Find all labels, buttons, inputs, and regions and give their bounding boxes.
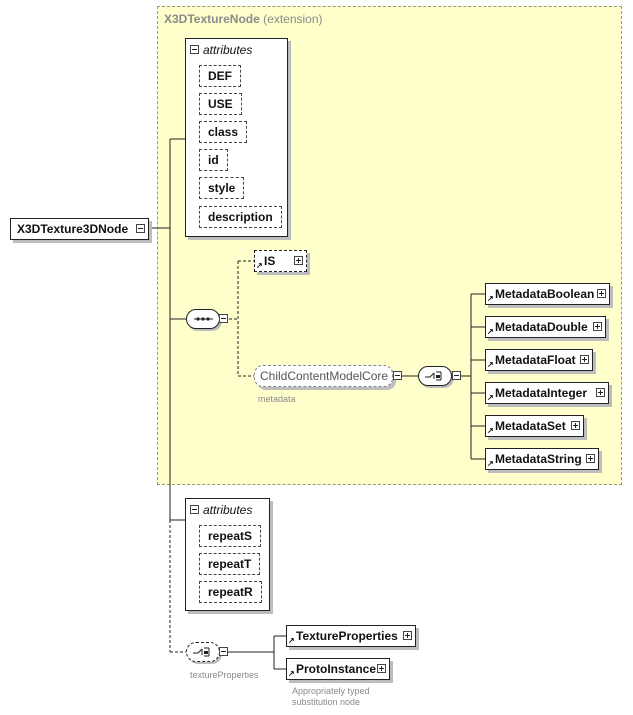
child-content-model-core[interactable]: ChildContentModelCore (254, 365, 393, 387)
metadata-double-element[interactable]: ↗ MetadataDouble (485, 316, 606, 338)
expand-icon[interactable] (403, 631, 412, 640)
proto-instance-note-line-2: substitution node (292, 697, 361, 707)
extension-suffix: (extension) (263, 12, 323, 26)
metadata-boolean-element[interactable]: ↗ MetadataBoolean (485, 283, 610, 305)
is-label: IS (264, 254, 276, 268)
expand-icon[interactable] (593, 322, 602, 331)
attributes-group-2-header[interactable]: attributes (190, 503, 252, 517)
expand-icon[interactable] (571, 421, 580, 430)
reference-arrow-icon: ↗ (487, 327, 494, 336)
collapse-icon[interactable] (219, 314, 228, 323)
choice-compositor[interactable] (418, 366, 452, 386)
attributes-group-2-title: attributes (203, 503, 253, 517)
metadata-string-element[interactable]: ↗ MetadataString (485, 448, 599, 470)
texture-choice-compositor[interactable] (186, 642, 220, 662)
texture-choice-caption: textureProperties (190, 670, 259, 680)
attribute-class[interactable]: class (199, 121, 248, 143)
child-core-label: ChildContentModelCore (260, 369, 389, 383)
proto-instance-note-line-1: Appropriately typed (292, 686, 370, 696)
expand-icon[interactable] (377, 664, 386, 673)
reference-arrow-icon: ↗ (487, 459, 494, 468)
attribute-repeats[interactable]: repeatS (199, 525, 262, 547)
attribute-repeatr[interactable]: repeatR (199, 581, 262, 603)
texture-properties-element[interactable]: ↗ TextureProperties (286, 625, 416, 647)
reference-arrow-icon: ↗ (256, 261, 263, 270)
collapse-icon[interactable] (190, 505, 199, 515)
collapse-icon[interactable] (393, 371, 402, 380)
metadata-double-label: MetadataDouble (495, 320, 588, 334)
metadata-integer-element[interactable]: ↗ MetadataInteger (485, 382, 609, 404)
proto-instance-label: ProtoInstance (296, 662, 377, 676)
is-element[interactable]: ↗ IS (254, 250, 307, 272)
reference-arrow-icon: ↗ (288, 669, 295, 678)
root-element[interactable]: X3DTexture3DNode (10, 218, 150, 240)
collapse-icon[interactable] (219, 647, 228, 656)
proto-instance-element[interactable]: ↗ ProtoInstance (286, 658, 390, 680)
metadata-float-label: MetadataFloat (495, 353, 576, 367)
choice-icon (425, 371, 442, 381)
attribute-def[interactable]: DEF (199, 65, 241, 87)
attributes-group-1-header[interactable]: attributes (190, 43, 252, 57)
reference-arrow-icon: ↗ (288, 636, 295, 645)
reference-arrow-icon: ↗ (487, 360, 494, 369)
root-label: X3DTexture3DNode (17, 222, 129, 236)
collapse-icon[interactable] (452, 371, 461, 380)
attribute-use[interactable]: USE (199, 93, 242, 115)
attribute-description[interactable]: description (199, 206, 282, 228)
attribute-style[interactable]: style (199, 177, 245, 199)
expand-icon[interactable] (597, 289, 606, 298)
expand-icon[interactable] (586, 454, 595, 463)
expand-icon[interactable] (580, 355, 589, 364)
metadata-boolean-label: MetadataBoolean (495, 287, 595, 301)
attribute-id[interactable]: id (199, 149, 228, 171)
choice-icon (193, 647, 210, 657)
child-core-caption: metadata (258, 394, 296, 404)
expand-icon[interactable] (294, 256, 303, 265)
metadata-set-label: MetadataSet (495, 419, 566, 433)
attribute-repeatt[interactable]: repeatT (199, 553, 261, 575)
reference-arrow-icon: ↗ (487, 294, 494, 303)
sequence-icon (194, 317, 213, 321)
metadata-string-label: MetadataString (495, 452, 582, 466)
collapse-icon[interactable] (136, 224, 146, 233)
reference-arrow-icon: ↗ (487, 426, 494, 435)
metadata-set-element[interactable]: ↗ MetadataSet (485, 415, 584, 437)
texture-properties-label: TextureProperties (296, 629, 398, 643)
metadata-float-element[interactable]: ↗ MetadataFloat (485, 349, 593, 371)
proto-instance-note: Appropriately typed substitution node (292, 686, 370, 708)
attributes-group-1-title: attributes (203, 43, 253, 57)
collapse-icon[interactable] (190, 45, 199, 55)
sequence-compositor[interactable] (186, 309, 220, 329)
extension-title: X3DTextureNode (extension) (164, 12, 323, 26)
reference-arrow-icon: ↗ (487, 393, 494, 402)
expand-icon[interactable] (596, 388, 605, 397)
extension-name: X3DTextureNode (164, 12, 260, 26)
metadata-integer-label: MetadataInteger (495, 386, 588, 400)
